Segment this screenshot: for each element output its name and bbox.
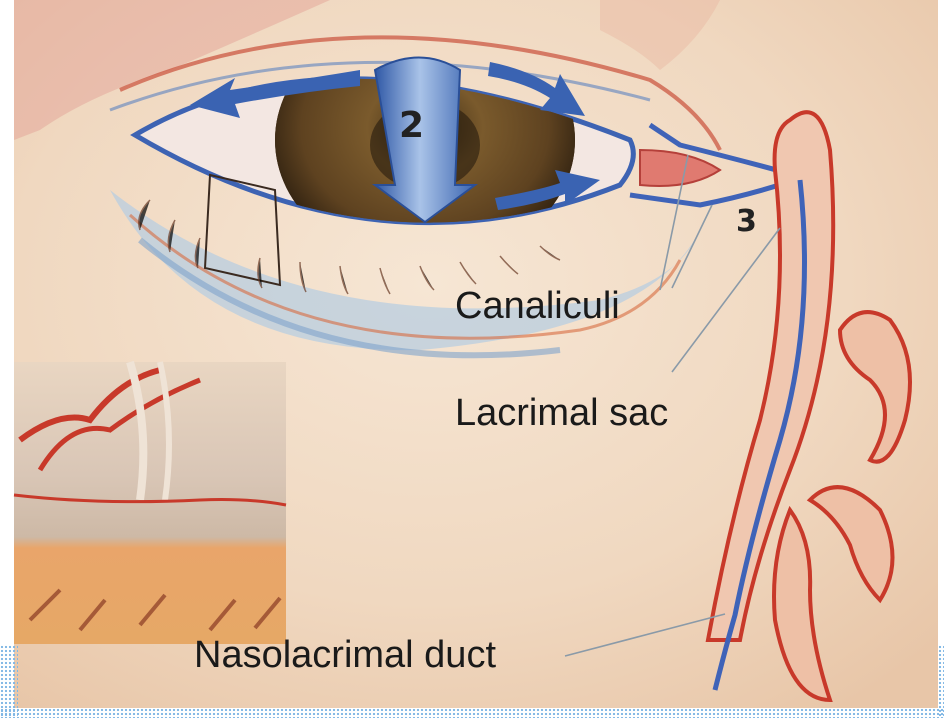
step-2-number: 2 — [399, 108, 424, 144]
step-3-number: 3 — [736, 207, 757, 237]
nasolacrimal-duct-label: Nasolacrimal duct — [194, 636, 496, 674]
canaliculi-label: Canaliculi — [455, 287, 620, 325]
inset-panel — [14, 362, 286, 644]
dotted-frame-bottom — [0, 708, 944, 718]
lacrimal-sac-label: Lacrimal sac — [455, 394, 668, 432]
